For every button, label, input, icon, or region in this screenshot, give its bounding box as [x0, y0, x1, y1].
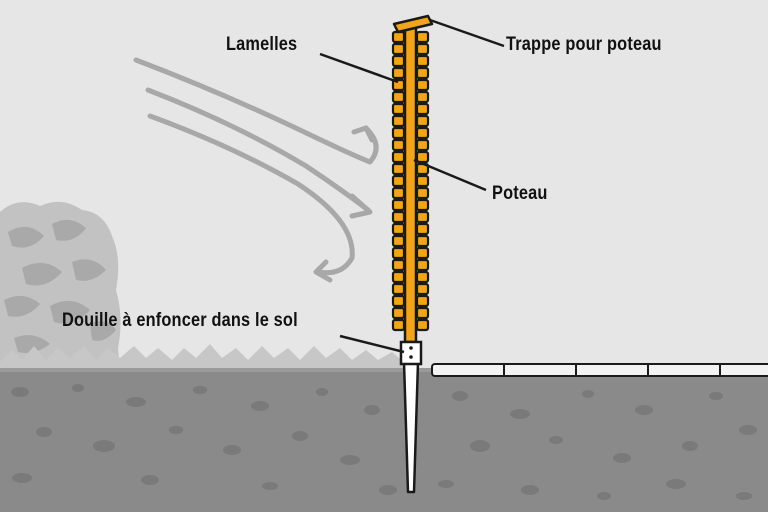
- slat-right: [415, 282, 430, 296]
- slats: [391, 30, 430, 332]
- slat-right: [415, 318, 430, 332]
- slat-left: [391, 174, 406, 188]
- slat-left: [391, 198, 406, 212]
- slat-left: [391, 90, 406, 104]
- slat-left: [391, 210, 406, 224]
- label-lamelles: Lamelles: [226, 34, 298, 55]
- ground-socket: [399, 340, 423, 366]
- slat-right: [415, 90, 430, 104]
- slat-left: [391, 54, 406, 68]
- slat-left: [391, 306, 406, 320]
- slat-right: [415, 294, 430, 308]
- slat-right: [415, 186, 430, 200]
- leader-lines: [319, 18, 505, 354]
- label-trappe-pour-poteau: Trappe pour poteau: [506, 34, 662, 55]
- slat-right: [415, 78, 430, 92]
- label-poteau: Poteau: [492, 183, 548, 204]
- slat-left: [391, 30, 406, 44]
- slat-left: [391, 66, 406, 80]
- post: [403, 24, 418, 344]
- slat-left: [391, 270, 406, 284]
- slat-left: [391, 234, 406, 248]
- slat-left: [391, 222, 406, 236]
- lawn-edging: [431, 363, 768, 377]
- slat-right: [415, 234, 430, 248]
- grass-strip: [0, 344, 404, 372]
- slat-right: [415, 42, 430, 56]
- leader-line-poteau: [413, 158, 487, 192]
- slat-left: [391, 246, 406, 260]
- slat-left: [391, 282, 406, 296]
- slat-right: [415, 138, 430, 152]
- slat-left: [391, 42, 406, 56]
- leader-line-lamelles: [319, 52, 399, 84]
- slat-left: [391, 294, 406, 308]
- slat-right: [415, 258, 430, 272]
- post-cap: [392, 14, 434, 34]
- slat-right: [415, 306, 430, 320]
- wind-arrow-icon: [133, 57, 379, 283]
- slat-left: [391, 186, 406, 200]
- slat-right: [415, 198, 430, 212]
- leader-line-douille: [339, 334, 405, 354]
- slat-left: [391, 102, 406, 116]
- slat-right: [415, 30, 430, 44]
- hedge: [0, 201, 121, 370]
- slat-right: [415, 246, 430, 260]
- slat-right: [415, 102, 430, 116]
- slat-left: [391, 318, 406, 332]
- slat-left: [391, 150, 406, 164]
- slat-right: [415, 210, 430, 224]
- slat-right: [415, 66, 430, 80]
- slat-left: [391, 258, 406, 272]
- slat-right: [415, 54, 430, 68]
- slat-left: [391, 114, 406, 128]
- label-douille: Douille à enfoncer dans le sol: [62, 310, 298, 331]
- slat-left: [391, 126, 406, 140]
- slat-left: [391, 138, 406, 152]
- slat-right: [415, 270, 430, 284]
- slat-right: [415, 114, 430, 128]
- slat-right: [415, 150, 430, 164]
- slat-left: [391, 162, 406, 176]
- slat-right: [415, 126, 430, 140]
- slat-right: [415, 174, 430, 188]
- leader-line-trappe: [429, 18, 505, 48]
- slat-right: [415, 222, 430, 236]
- ground: [0, 368, 768, 512]
